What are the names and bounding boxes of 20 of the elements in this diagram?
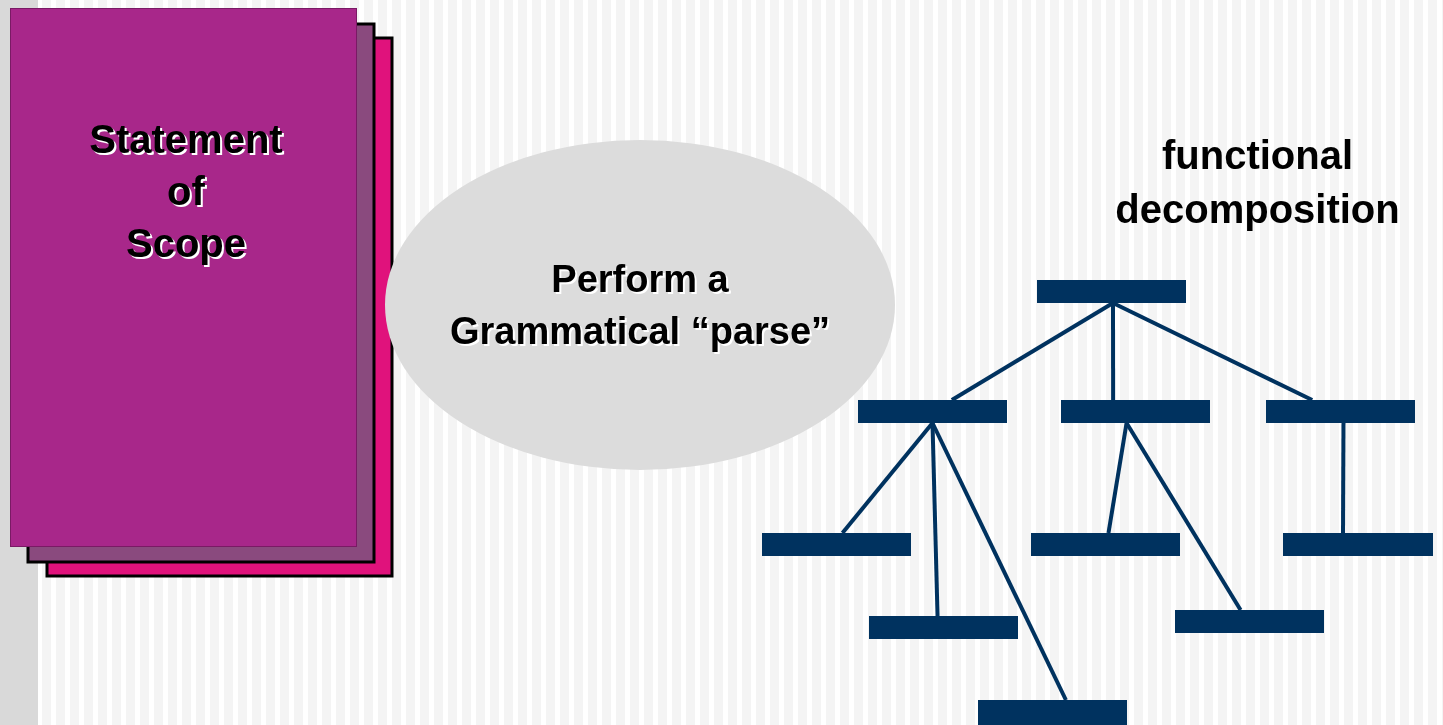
hierarchy-bar: [762, 533, 911, 556]
connector-line: [1106, 422, 1129, 534]
connector-line: [1341, 423, 1346, 533]
book-cover: [10, 8, 357, 547]
hierarchy-bar: [1037, 280, 1186, 303]
hierarchy-bar: [858, 400, 1007, 423]
hierarchy-bar: [1283, 533, 1433, 556]
hierarchy-bar: [1266, 400, 1415, 423]
hierarchy-bar: [1061, 400, 1210, 423]
hierarchy-bar: [978, 700, 1127, 725]
connector-line: [1111, 303, 1116, 400]
hierarchy-bar: [1031, 533, 1180, 556]
ellipse-text: Perform a Grammatical “parse”: [448, 257, 832, 354]
hierarchy-bar: [1175, 610, 1324, 633]
process-ellipse: [385, 140, 895, 470]
hierarchy-bar: [869, 616, 1018, 639]
connector-line: [1112, 301, 1314, 402]
book-title: Statement of Scope: [88, 116, 284, 267]
diagram-heading: functional decomposition: [1114, 132, 1401, 233]
connector-line: [1124, 421, 1243, 612]
